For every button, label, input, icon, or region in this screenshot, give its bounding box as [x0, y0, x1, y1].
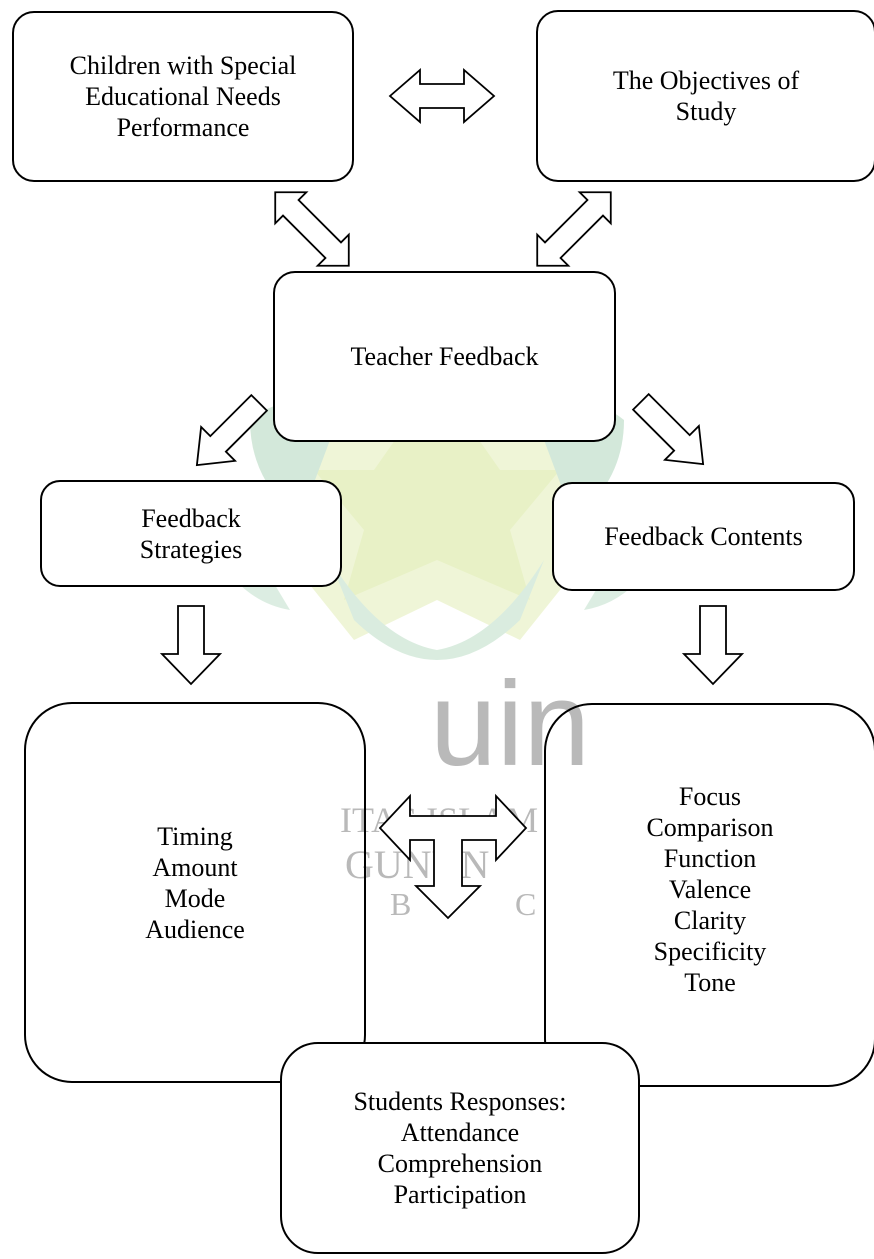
node-contents-list-line: Comparison: [646, 812, 774, 842]
node-student-responses-line: Participation: [393, 1180, 527, 1209]
t-arrow-responses: [378, 793, 528, 920]
node-children-performance-line: Children with Special: [69, 51, 297, 80]
double-arrow-left-diagonal: [274, 191, 350, 267]
node-student-responses-line: Students Responses:: [353, 1087, 567, 1116]
arrow-down-strategies: [159, 605, 223, 686]
node-feedback-strategies-line: Strategies: [139, 534, 243, 564]
double-arrow-top: [388, 68, 496, 124]
node-student-responses-line: Attendance: [400, 1118, 520, 1147]
node-contents-list-line: Specificity: [653, 936, 767, 966]
node-strategies-list-line: Amount: [152, 852, 238, 882]
node-teacher-feedback: Teacher Feedback: [273, 271, 616, 442]
node-strategies-list-line: Audience: [145, 914, 245, 944]
node-contents-list-line: Clarity: [673, 905, 747, 935]
arrow-to-contents: [631, 392, 705, 466]
node-children-performance-line: Performance: [116, 113, 250, 142]
node-strategies-list-line: Mode: [164, 883, 226, 913]
node-teacher-feedback-line: Teacher Feedback: [350, 342, 539, 371]
node-contents-list-line: Valence: [668, 874, 752, 904]
node-objectives-line: The Objectives of: [612, 66, 800, 95]
node-contents-list-line: Focus: [678, 781, 742, 811]
node-student-responses: Students Responses: Attendance Comprehen…: [280, 1042, 640, 1254]
double-arrow-right-diagonal: [536, 191, 612, 267]
node-objectives: The Objectives of Study: [536, 10, 874, 182]
node-children-performance-line: Educational Needs: [85, 82, 281, 111]
node-feedback-strategies: Feedback Strategies: [40, 480, 342, 587]
node-student-responses-line: Comprehension: [377, 1149, 543, 1178]
node-strategies-list-line: Timing: [157, 821, 233, 851]
arrow-to-strategies: [195, 393, 269, 467]
node-feedback-contents: Feedback Contents: [552, 482, 855, 591]
watermark-line-2: GUNUN: [345, 842, 489, 887]
node-children-performance: Children with Special Educational Needs …: [12, 11, 354, 182]
watermark-line-3: B: [390, 886, 411, 922]
node-contents-list-line: Function: [663, 843, 757, 873]
node-contents-list: Focus Comparison Function Valence Clarit…: [544, 703, 874, 1087]
node-feedback-strategies-line: Feedback: [141, 503, 241, 533]
watermark-line-3b: C: [515, 886, 536, 922]
node-strategies-list: Timing Amount Mode Audience: [24, 702, 366, 1083]
node-objectives-line: Study: [675, 97, 737, 126]
node-contents-list-line: Tone: [684, 967, 736, 997]
node-feedback-contents-line: Feedback Contents: [604, 522, 803, 551]
arrow-down-contents: [681, 605, 745, 686]
